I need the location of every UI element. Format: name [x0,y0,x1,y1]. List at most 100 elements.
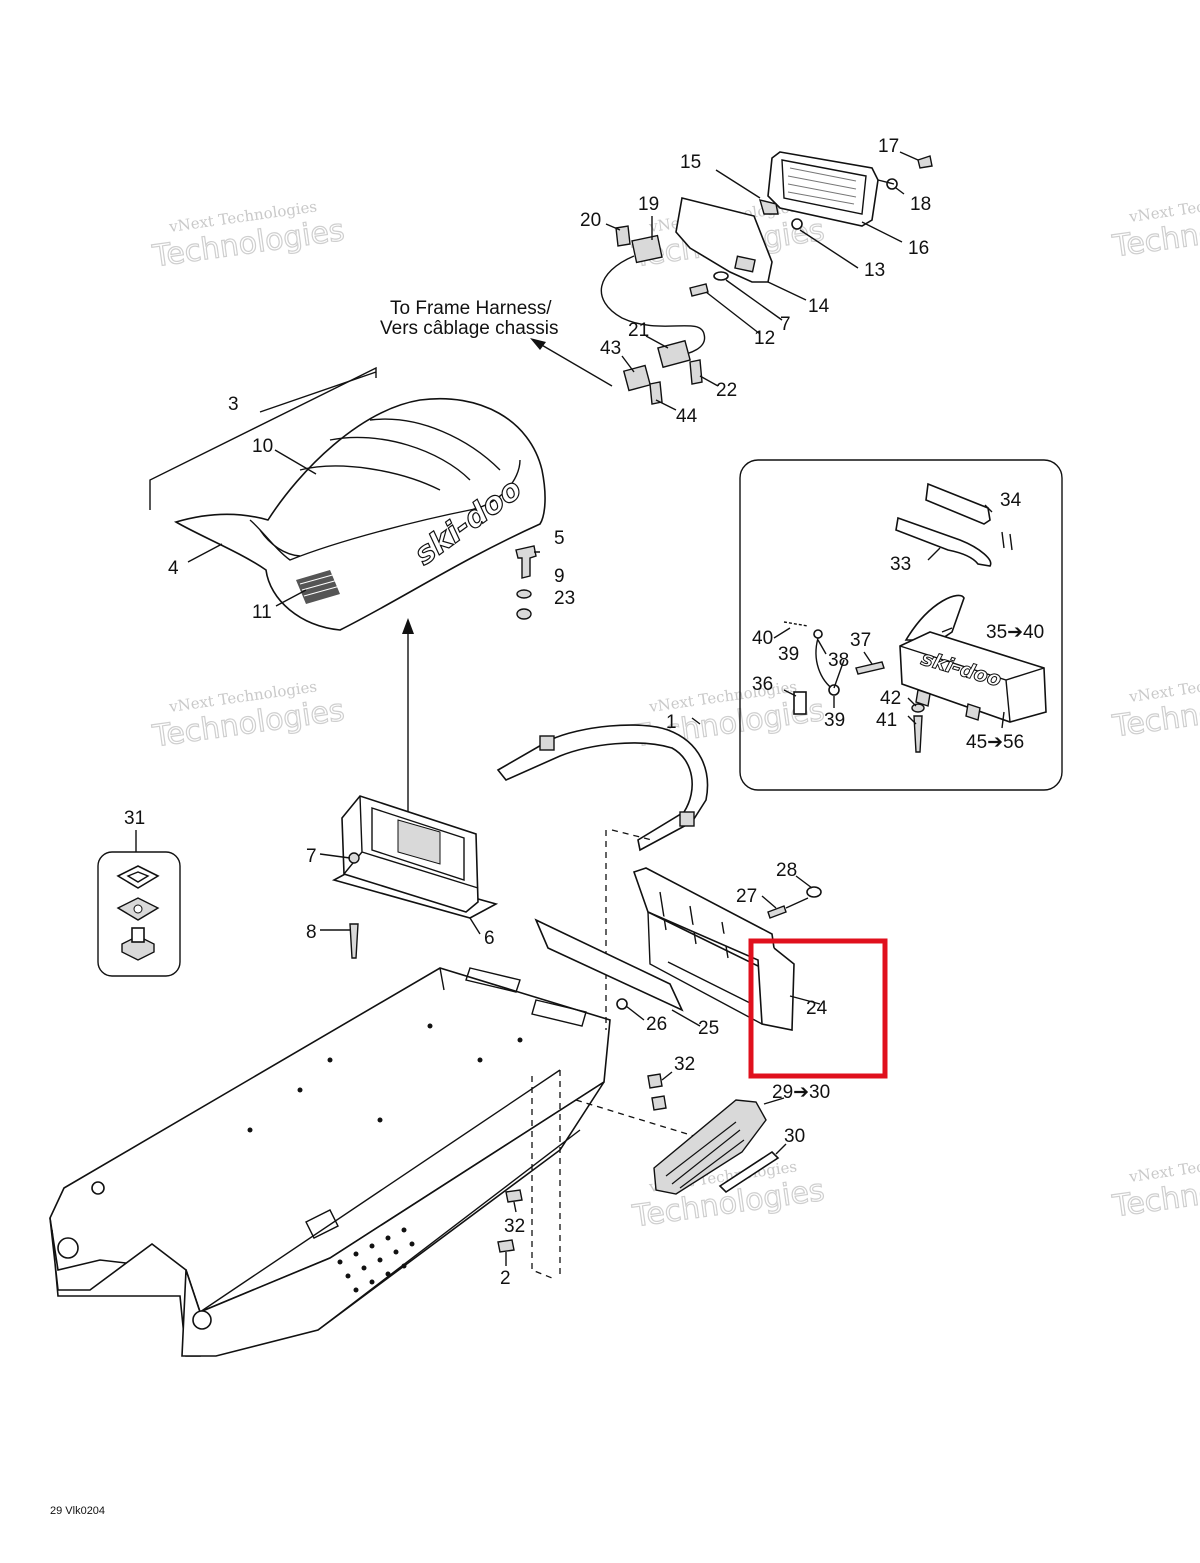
callout-label: 16 [908,238,929,259]
frame-holes-pattern [247,1023,523,1293]
nut [516,608,532,620]
inset-frame [97,851,181,977]
callout-label: 13 [864,260,885,281]
storage-base [331,795,499,959]
callout-label: 32 [674,1054,695,1075]
rivet [349,923,359,959]
washer [516,589,532,599]
screw [917,155,933,169]
callout-leaders [135,151,1005,1266]
tail-light-assembly [530,151,933,405]
washer [713,271,729,281]
callout-label: 44 [676,406,698,427]
lens-ribs [787,167,857,205]
rivet [913,715,923,753]
callout-label: 38 [828,650,849,671]
mesh-pattern [299,573,341,597]
wire-harness [600,255,706,357]
callout-label: 43 [600,338,621,359]
rear-flap-assembly [534,867,822,1031]
frame-hole [91,1181,105,1195]
reflector-lens [718,1150,780,1194]
part-31-inset [97,851,181,977]
plate-hole [133,904,143,914]
box-edges [899,645,1045,723]
callout-label: 39 [778,644,799,665]
callout-label: 21 [628,320,649,341]
rivet-shaft [785,897,809,909]
washer [348,852,360,864]
watermark: vNext Technologies Technologies [149,197,347,275]
seat-pleats [299,418,501,491]
washer [806,886,822,898]
connector-housing [622,364,652,392]
callout-label: 27 [736,886,757,907]
rivet [855,661,885,675]
screws [647,1073,667,1111]
strap [895,516,992,567]
callout-label: 14 [808,296,830,317]
callout-label: 35➔40 [986,622,1044,643]
bulb-socket [758,199,779,215]
lens-inner [781,159,867,215]
callout-label: 28 [776,860,797,881]
callout-label: 7 [780,314,791,335]
callout-label: 26 [646,1014,667,1035]
mount-dashed-line [611,829,653,841]
watermark: vNext Technologies Technologies [149,677,347,755]
terminal [689,359,703,385]
terminal [615,225,631,247]
callout-label: 4 [168,558,179,579]
callout-label: 3 [228,394,239,415]
connector-housing [631,234,663,264]
callout-label: 1 [666,712,677,733]
callout-label: 41 [876,710,897,731]
callout-label: 30 [784,1126,805,1147]
callout-label: 9 [554,566,565,587]
callout-label: 15 [680,152,701,173]
storage-box [899,631,1047,723]
callout-label: 20 [580,210,601,231]
callout-label: 24 [806,998,828,1019]
callout-label: 12 [754,328,775,349]
harness-note-line: To Frame Harness/ [390,298,552,319]
reflector-ribs [665,1121,745,1189]
terminal [649,381,663,405]
arrow-head [530,338,546,350]
grab-handle [496,724,709,852]
callout-label: 18 [910,194,931,215]
callout-label: 17 [878,136,899,157]
reflector-assembly [647,1073,780,1195]
frame-rails [199,1069,581,1331]
box-latches [915,689,981,721]
gasket [116,865,160,889]
callout-label: 10 [252,436,273,457]
watermark: vNext Technologies Technologies [1109,667,1200,745]
frame [49,829,721,1357]
watermark: vNext Technologies Technologies [1109,187,1200,265]
callout-label: 2 [500,1268,511,1289]
seat-bracket-line [149,366,377,510]
seat-assembly: ski-doo [149,366,546,830]
frame-hole [57,1237,79,1259]
callout-label: 34 [1000,490,1022,511]
callout-label: 40 [752,628,773,649]
callout-label: 19 [638,194,659,215]
base-cavity-shade [397,819,441,865]
callout-label: 7 [306,846,317,867]
seat-edge [259,529,301,557]
seat-bolt [515,545,537,579]
callout-label: 29➔30 [772,1082,830,1103]
ring [813,629,823,639]
grab-bar [496,724,709,852]
callout-label: 11 [252,602,272,623]
callout-label: 33 [890,554,911,575]
frame-cutouts [439,967,587,1027]
callout-label: 22 [716,380,737,401]
callout-label: 39 [824,710,845,731]
harness-note-line: Vers câblage chassis [380,318,559,339]
cable-link [783,621,809,627]
strap [925,482,991,525]
flap-support [534,918,684,1012]
